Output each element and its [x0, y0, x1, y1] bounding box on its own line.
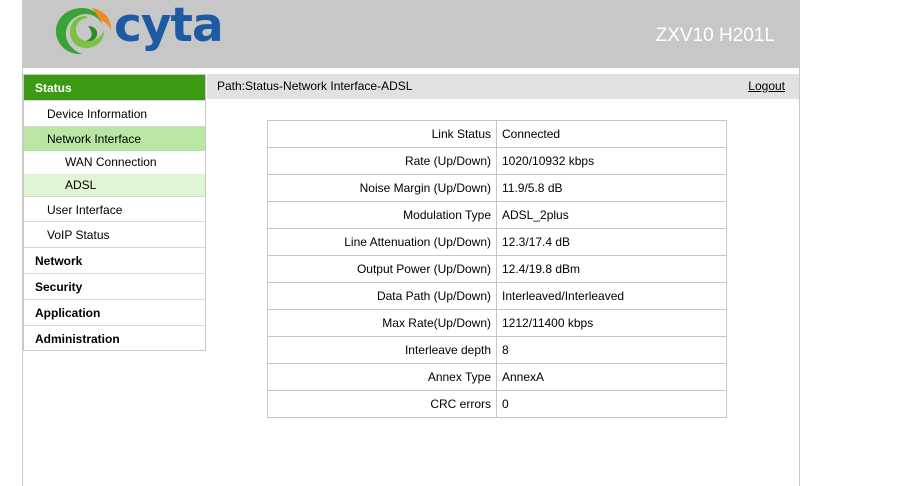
- sidebar-item-label: Network Interface: [47, 132, 142, 146]
- logout-link[interactable]: Logout: [748, 79, 785, 93]
- table-row: Line Attenuation (Up/Down)12.3/17.4 dB: [267, 228, 727, 256]
- row-value: 1020/10932 kbps: [496, 147, 727, 175]
- sidebar-item-user-interface[interactable]: User Interface: [24, 196, 205, 222]
- row-label: Output Power (Up/Down): [267, 255, 497, 283]
- sidebar-item-network-interface[interactable]: Network Interface: [24, 127, 205, 151]
- row-label: Line Attenuation (Up/Down): [267, 228, 497, 256]
- brand-wordmark: cyta: [114, 0, 224, 53]
- row-value: AnnexA: [496, 363, 727, 391]
- row-value: 0: [496, 390, 727, 418]
- sidebar-item-adsl[interactable]: ADSL: [24, 174, 205, 196]
- sidebar-item-label: Network: [35, 254, 83, 268]
- cyta-swirl-icon: [55, 8, 112, 55]
- sidebar-item-network[interactable]: Network: [24, 248, 205, 274]
- table-row: Output Power (Up/Down)12.4/19.8 dBm: [267, 255, 727, 283]
- table-row: Noise Margin (Up/Down)11.9/5.8 dB: [267, 174, 727, 202]
- row-value: 8: [496, 336, 727, 364]
- sidebar-item-label: ADSL: [65, 178, 97, 192]
- row-value: 1212/11400 kbps: [496, 309, 727, 337]
- row-value: 12.3/17.4 dB: [496, 228, 727, 256]
- row-label: Max Rate(Up/Down): [267, 309, 497, 337]
- row-value: ADSL_2plus: [496, 201, 727, 229]
- cyta-logo[interactable]: cyta: [52, 0, 224, 64]
- row-value: 11.9/5.8 dB: [496, 174, 727, 202]
- row-label: Rate (Up/Down): [267, 147, 497, 175]
- sidebar-item-label: VoIP Status: [47, 228, 110, 242]
- row-label: Annex Type: [267, 363, 497, 391]
- sidebar-item-label: Administration: [35, 332, 120, 346]
- sidebar-item-wan-connection[interactable]: WAN Connection: [24, 151, 205, 174]
- table-row: Data Path (Up/Down)Interleaved/Interleav…: [267, 282, 727, 310]
- row-value: Connected: [496, 120, 727, 148]
- row-label: Modulation Type: [267, 201, 497, 229]
- sidebar-item-device-information[interactable]: Device Information: [24, 101, 205, 127]
- sidebar-item-label: Security: [35, 280, 83, 294]
- sidebar-nav: Status Device Information Network Interf…: [23, 74, 206, 351]
- row-label: Noise Margin (Up/Down): [267, 174, 497, 202]
- device-model: ZXV10 H201L: [655, 25, 775, 46]
- header: cyta ZXV10 H201L: [22, 0, 800, 68]
- table-row: Max Rate(Up/Down)1212/11400 kbps: [267, 309, 727, 337]
- row-label: CRC errors: [267, 390, 497, 418]
- path-bar: Path:Status-Network Interface-ADSL Logou…: [207, 74, 799, 99]
- sidebar-item-security[interactable]: Security: [24, 274, 205, 300]
- breadcrumb: Path:Status-Network Interface-ADSL: [217, 79, 413, 93]
- row-value: Interleaved/Interleaved: [496, 282, 727, 310]
- sidebar-item-status[interactable]: Status: [24, 75, 205, 101]
- table-row: Rate (Up/Down)1020/10932 kbps: [267, 147, 727, 175]
- sidebar-item-label: Status: [35, 81, 72, 95]
- page-frame: [22, 0, 800, 486]
- row-label: Interleave depth: [267, 336, 497, 364]
- sidebar-item-application[interactable]: Application: [24, 300, 205, 326]
- sidebar-item-label: WAN Connection: [65, 155, 157, 169]
- sidebar-item-administration[interactable]: Administration: [24, 326, 205, 352]
- row-label: Data Path (Up/Down): [267, 282, 497, 310]
- sidebar-item-voip-status[interactable]: VoIP Status: [24, 222, 205, 248]
- row-label: Link Status: [267, 120, 497, 148]
- sidebar-item-label: User Interface: [47, 203, 123, 217]
- sidebar-item-label: Application: [35, 306, 101, 320]
- row-value: 12.4/19.8 dBm: [496, 255, 727, 283]
- sidebar-item-label: Device Information: [47, 107, 148, 121]
